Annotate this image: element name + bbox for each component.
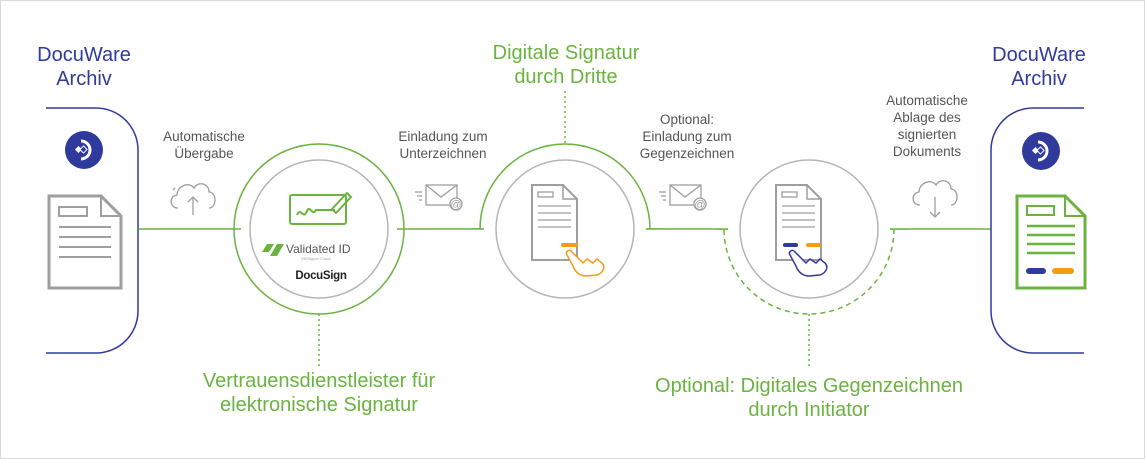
validated-id-label: Validated ID	[286, 242, 351, 256]
svg-text:@: @	[694, 199, 705, 211]
signature-pad-icon	[289, 191, 353, 225]
stage-title-trust-provider: Vertrauensdienstleister für elektronisch…	[202, 370, 436, 416]
document-gray-icon	[47, 194, 123, 290]
step-label-auto-transfer: Automatische Übergabe	[163, 129, 245, 161]
step-label-invite-countersign: Optional: Einladung zum Gegenzeichnen	[639, 112, 735, 161]
step-label-auto-store: Automatische Ablage des signierten Dokum…	[886, 93, 968, 159]
cloud-upload-icon	[170, 183, 216, 215]
docusign-logo: DocuSign	[295, 270, 347, 282]
email-icon-invite: @	[415, 184, 463, 211]
document-sign-hand-icon	[531, 184, 605, 277]
document-signed-green-icon	[1015, 194, 1087, 290]
stage-circle-inner-2	[495, 159, 635, 299]
archive-right-title: DocuWare Archiv	[992, 44, 1086, 90]
archive-right-bracket	[990, 107, 1084, 354]
svg-text:@: @	[450, 199, 461, 211]
stage-circle-inner-3	[739, 159, 879, 299]
archive-left-title: DocuWare Archiv	[37, 44, 131, 90]
validated-id-logo	[262, 244, 284, 256]
document-countersign-hand-icon	[775, 184, 828, 277]
docuware-logo-icon-right	[1022, 132, 1060, 170]
email-icon-countersign: @	[659, 184, 707, 211]
step-label-invite-sign: Einladung zum Unterzeichnen	[398, 129, 488, 161]
docuware-logo-icon-left	[65, 131, 103, 169]
archive-left-bracket	[46, 107, 139, 354]
cloud-download-icon	[912, 180, 958, 218]
validated-id-tagline: ViDSigner Cloud	[301, 256, 331, 261]
stage-title-countersign-initiator: Optional: Digitales Gegenzeichnen durch …	[655, 375, 963, 421]
stage-title-third-party-signature: Digitale Signatur durch Dritte	[492, 42, 640, 88]
stage-circle-inner-1	[249, 159, 389, 299]
